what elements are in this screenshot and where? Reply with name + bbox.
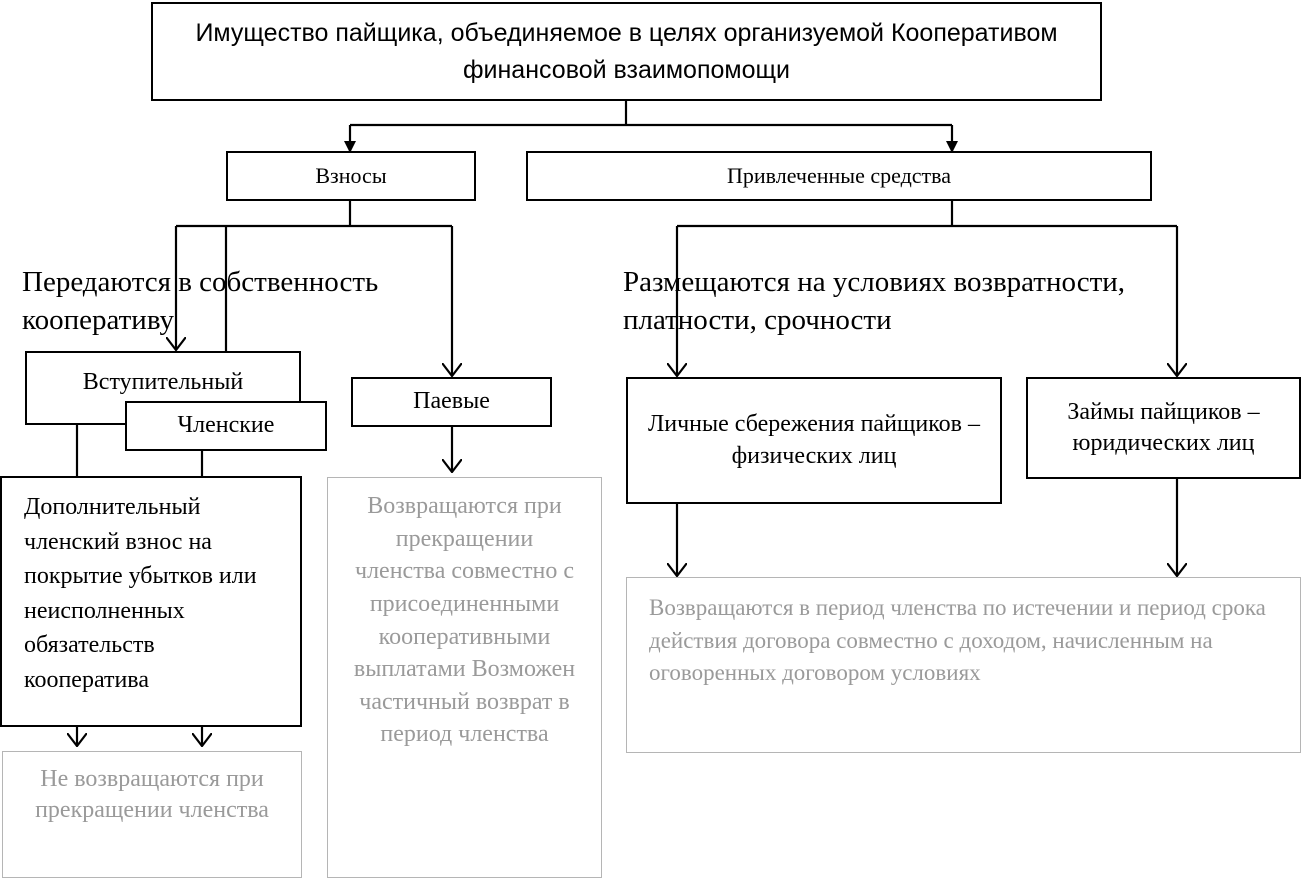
root-property-box: Имущество пайщика, объединяемое в целях …	[151, 2, 1102, 101]
contributions-label: Взносы	[315, 162, 387, 188]
personal-savings-label: Личные сбережения пайщиков – физических …	[647, 411, 981, 469]
heading-ownership-transfer: Передаются в собственность кооперативу	[22, 266, 379, 337]
additional-fee-box: Дополнительный членский взнос на покрыти…	[0, 476, 302, 727]
legal-loans-label: Займы пайщиков – юридических лиц	[1067, 398, 1260, 456]
not-returned-box: Не возвращаются при прекращении членства	[2, 751, 302, 878]
entry-fee-label: Вступительный	[82, 369, 244, 395]
not-returned-text: Не возвращаются при прекращении членства	[35, 766, 269, 824]
personal-savings-box: Личные сбережения пайщиков – физических …	[626, 377, 1002, 504]
root-property-label: Имущество пайщика, объединяемое в целях …	[195, 19, 1058, 84]
raised-funds-label: Привлеченные средства	[726, 162, 952, 188]
share-fee-label: Паевые	[413, 388, 490, 415]
contributions-box: Взносы	[226, 151, 476, 201]
membership-fee-label: Членские	[177, 412, 275, 439]
share-return-box: Возвращаются при прекращении членства со…	[327, 477, 602, 878]
funds-return-box: Возвращаются в период членства по истече…	[626, 577, 1301, 753]
funds-return-text: Возвращаются в период членства по истече…	[649, 595, 1266, 686]
raised-funds-box: Привлеченные средства	[526, 151, 1152, 201]
additional-fee-label: Дополнительный членский взнос на покрыти…	[24, 494, 257, 693]
legal-loans-box: Займы пайщиков – юридических лиц	[1026, 377, 1301, 479]
heading-placement-terms: Размещаются на условиях возвратности, пл…	[623, 266, 1126, 337]
membership-fee-box: Членские	[125, 401, 327, 451]
share-return-text: Возвращаются при прекращении членства со…	[353, 493, 576, 748]
share-fee-box: Паевые	[351, 377, 552, 427]
